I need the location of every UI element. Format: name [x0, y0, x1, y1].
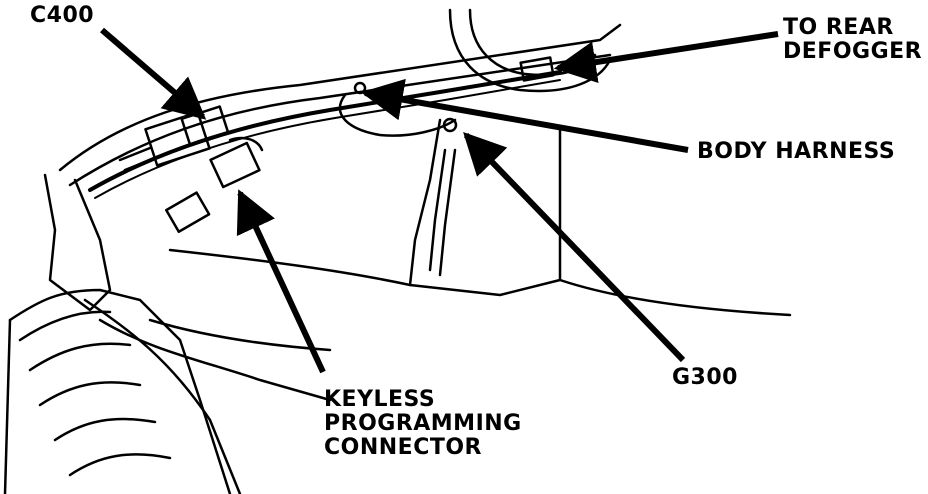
keyless-plug	[165, 191, 211, 234]
body-harness-leader	[360, 78, 689, 153]
g300-label: G300	[672, 365, 738, 390]
c400-connector	[144, 111, 211, 167]
keyless-label-line-1: KEYLESS	[324, 387, 436, 412]
quarter-trim	[43, 173, 112, 312]
body-harness-wire	[88, 70, 562, 192]
keyless-label-line-2: PROGRAMMING	[324, 411, 522, 436]
body-harness-label: BODY HARNESS	[697, 139, 896, 164]
g300-eyelet	[442, 117, 458, 133]
keyless-leader	[236, 189, 326, 374]
trunk-lid-inner	[68, 53, 612, 187]
c400-leader	[100, 27, 207, 120]
g300-leader	[463, 131, 686, 363]
trunk-lid-edge	[58, 23, 622, 172]
rear-defogger-label-line-2: DEFOGGER	[783, 39, 923, 64]
rear-defogger-label: TO REAR DEFOGGER	[783, 16, 922, 64]
rear-defogger-label-line-1: TO REAR	[783, 15, 894, 40]
keyless-label-line-3: CONNECTOR	[324, 435, 482, 460]
rear-bumper	[8, 288, 232, 494]
defogger-connector	[519, 56, 555, 82]
keyless-connector-body	[209, 141, 261, 189]
keyless-connector-label: KEYLESS PROGRAMMING CONNECTOR	[324, 388, 522, 460]
ground-loop	[338, 93, 457, 137]
c400-label: C400	[30, 3, 95, 28]
defogger-leader	[553, 31, 779, 83]
